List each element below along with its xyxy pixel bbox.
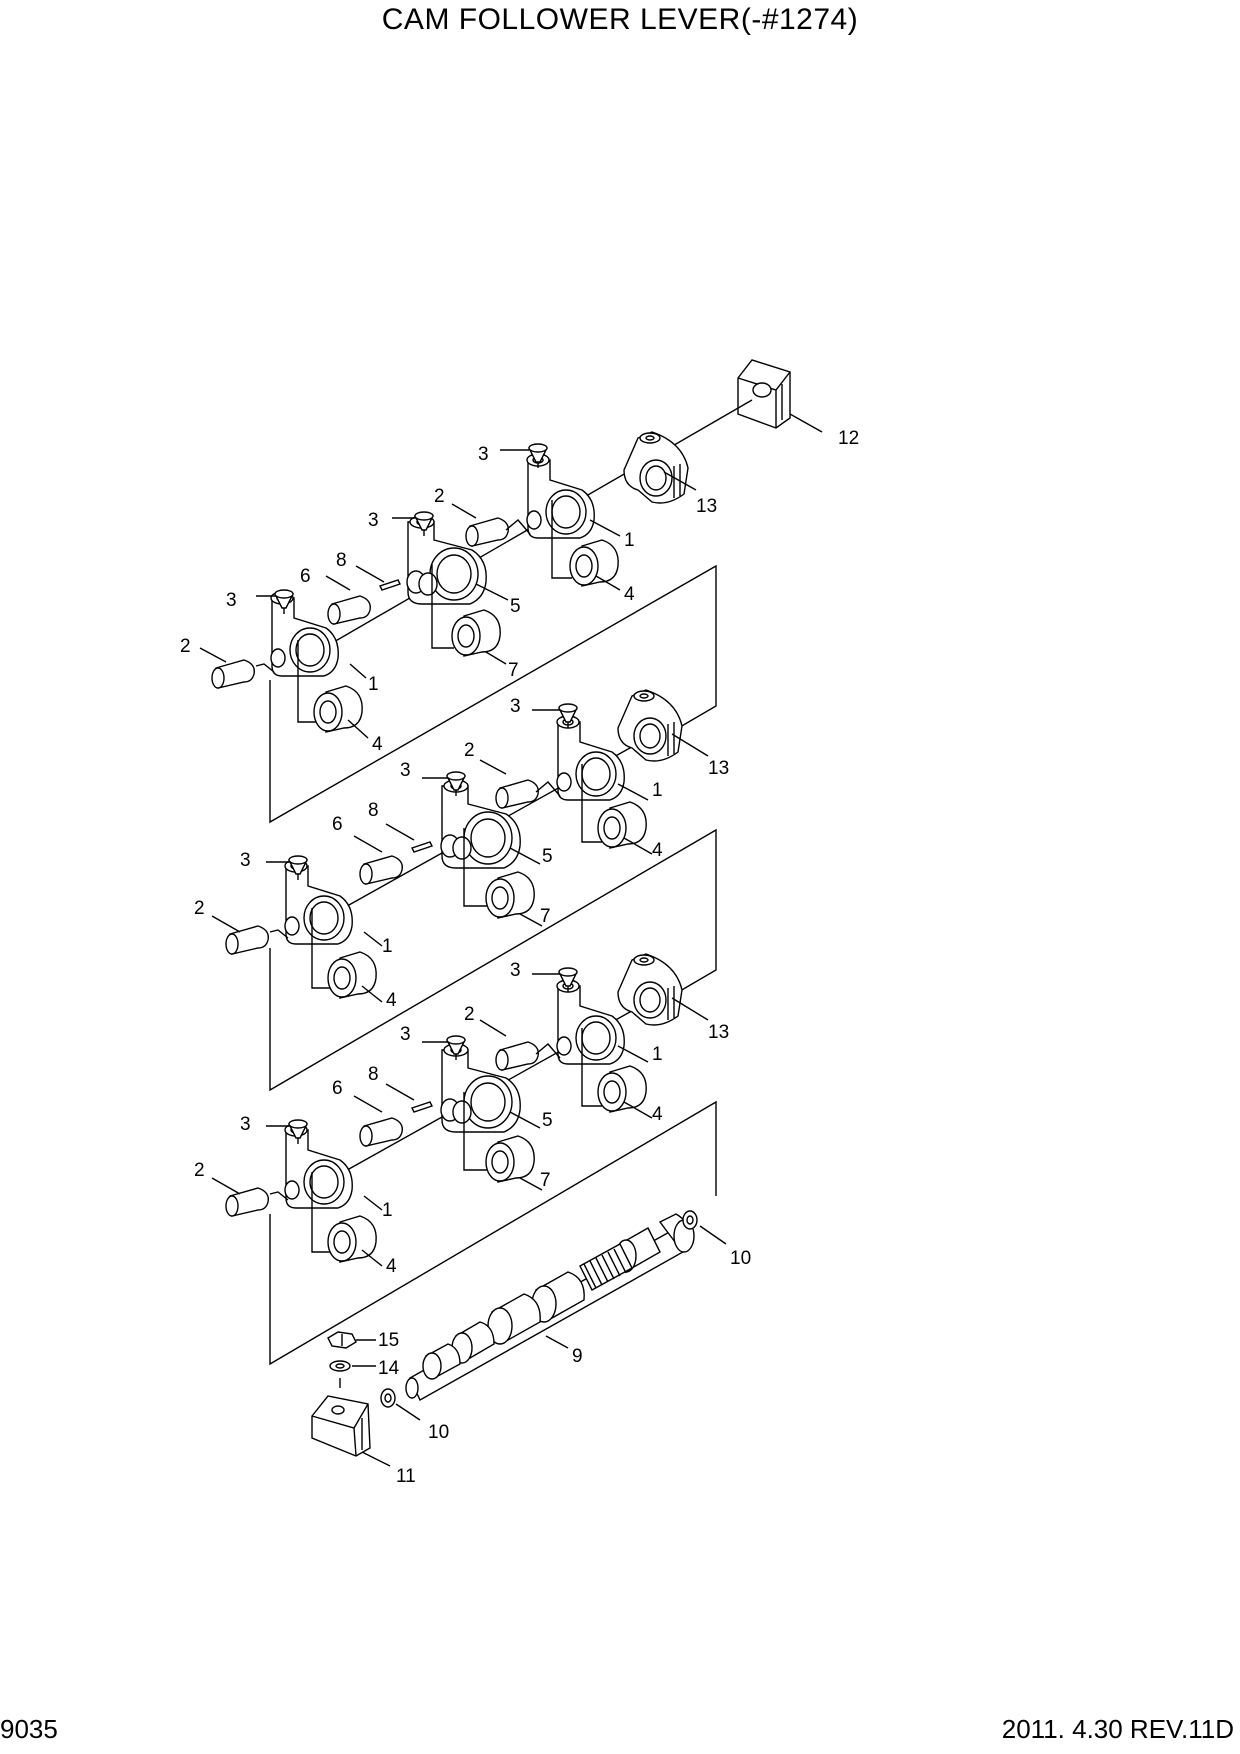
callout-3: 3 (368, 510, 379, 531)
callout-13: 13 (696, 496, 717, 517)
callout-12: 12 (838, 428, 859, 449)
lever-group-b: 13 3 2 3 8 6 3 2 1 4 5 7 1 4 (194, 689, 729, 1092)
callout-2: 2 (464, 1004, 475, 1025)
callout-9: 9 (572, 1346, 583, 1367)
callout-11: 11 (396, 1466, 416, 1487)
callout-4: 4 (386, 1256, 397, 1277)
page-title: CAM FOLLOWER LEVER(-#1274) (381, 3, 859, 36)
callout-3: 3 (510, 960, 521, 981)
callout-4: 4 (386, 990, 397, 1011)
callout-7: 7 (540, 906, 551, 927)
callout-1: 1 (382, 1200, 393, 1221)
callout-10: 10 (730, 1248, 751, 1269)
callout-6: 6 (332, 814, 343, 835)
callout-1: 1 (382, 936, 393, 957)
callout-6: 6 (300, 566, 311, 587)
camshaft-assembly: 10 9 15 14 10 11 (311, 1210, 751, 1487)
callout-2: 2 (180, 636, 191, 657)
callout-8: 8 (368, 1064, 379, 1085)
callout-4: 4 (652, 840, 663, 861)
callout-3: 3 (400, 760, 411, 781)
callout-1: 1 (368, 674, 379, 695)
callout-13: 13 (708, 1022, 729, 1043)
callout-14: 14 (378, 1358, 400, 1379)
callout-8: 8 (368, 800, 379, 821)
callout-2: 2 (434, 486, 445, 507)
callout-3: 3 (478, 444, 489, 465)
callout-4: 4 (624, 584, 635, 605)
callout-1: 1 (624, 530, 635, 551)
callout-3: 3 (510, 696, 521, 717)
callout-4: 4 (372, 734, 383, 755)
callout-5: 5 (542, 1110, 553, 1131)
page-number: 9035 (0, 1714, 58, 1744)
callout-2: 2 (464, 740, 475, 761)
callout-10: 10 (428, 1422, 449, 1443)
callout-5: 5 (510, 596, 521, 617)
callout-2: 2 (194, 898, 205, 919)
revision-date: 2011. 4.30 REV.11D (1001, 1714, 1234, 1744)
callout-5: 5 (542, 846, 553, 867)
end-bracket-12 (737, 359, 791, 429)
callout-13: 13 (708, 758, 729, 779)
callout-3: 3 (240, 850, 251, 871)
lever-group-a: 12 13 3 2 3 8 6 3 2 1 4 5 7 1 4 (180, 413, 859, 824)
callout-6: 6 (332, 1078, 343, 1099)
callout-7: 7 (508, 660, 519, 681)
callout-3: 3 (400, 1024, 411, 1045)
callout-15: 15 (378, 1330, 399, 1351)
callout-1: 1 (652, 1044, 663, 1065)
lever-group-c: 13 3 2 3 8 6 3 2 1 4 5 7 1 4 (194, 953, 729, 1366)
callout-3: 3 (226, 590, 237, 611)
callout-1: 1 (652, 780, 663, 801)
callout-4: 4 (652, 1104, 663, 1125)
callout-7: 7 (540, 1170, 551, 1191)
callout-8: 8 (336, 550, 347, 571)
callout-2: 2 (194, 1160, 205, 1181)
callout-3: 3 (240, 1114, 251, 1135)
